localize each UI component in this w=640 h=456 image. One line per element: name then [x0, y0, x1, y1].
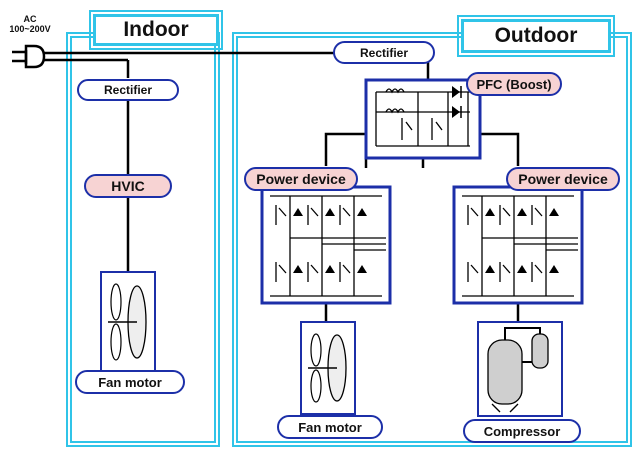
inverter-left	[260, 185, 392, 305]
ac-voltage-range: 100~200V	[9, 24, 51, 34]
indoor-title: Indoor	[89, 10, 223, 50]
pfc-circuit	[364, 78, 482, 160]
pfc-boost-label: PFC (Boost)	[466, 72, 562, 96]
outdoor-title: Outdoor	[457, 15, 615, 57]
outdoor-fan-motor-icon	[300, 321, 356, 415]
ac-source-label: AC 100~200V	[2, 14, 58, 34]
ac-label: AC	[23, 14, 37, 24]
compressor-label: Compressor	[463, 419, 581, 443]
power-device-left-label: Power device	[244, 167, 358, 191]
ac-plug-icon	[12, 44, 46, 69]
outdoor-frame	[232, 32, 632, 447]
outdoor-rectifier-label: Rectifier	[333, 41, 435, 64]
outdoor-fan-motor-label: Fan motor	[277, 415, 383, 439]
indoor-fan-motor-label: Fan motor	[75, 370, 185, 394]
inverter-right	[452, 185, 584, 305]
hvic-label: HVIC	[84, 174, 172, 198]
power-device-right-label: Power device	[506, 167, 620, 191]
indoor-rectifier-label: Rectifier	[77, 79, 179, 101]
indoor-fan-motor-icon	[100, 271, 156, 373]
compressor-icon	[477, 321, 563, 417]
